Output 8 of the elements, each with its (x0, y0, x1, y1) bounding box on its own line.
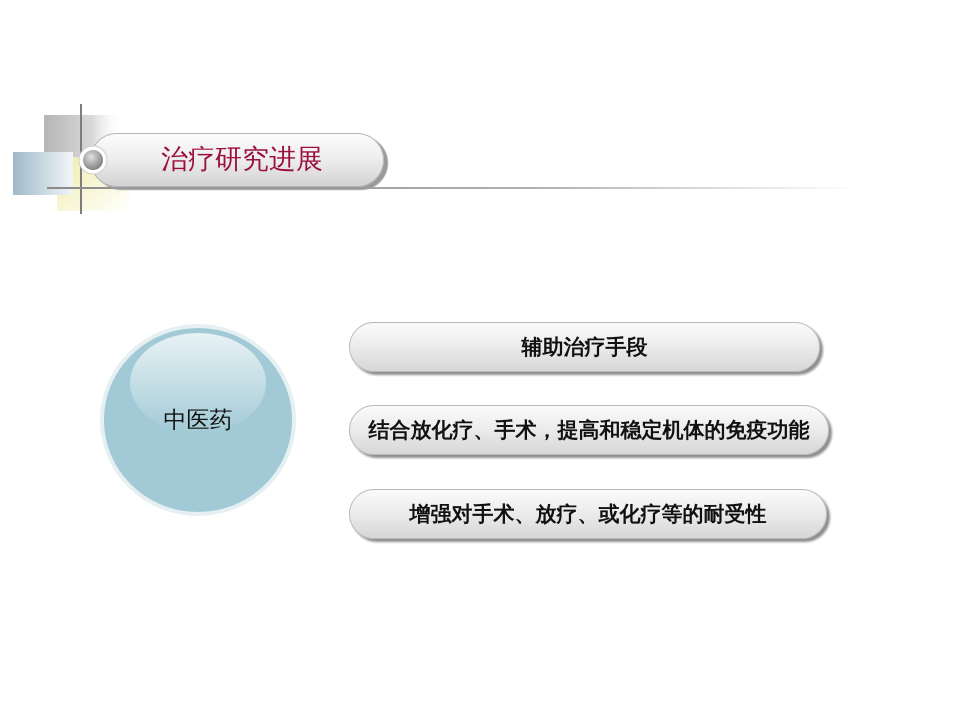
sphere-node (99, 323, 297, 517)
node-label: 增强对手术、放疗、或化疗等的耐受性 (410, 500, 766, 528)
node-label: 中医药 (164, 406, 232, 436)
node-label: 结合放化疗、手术，提高和稳定机体的免疫功能 (368, 416, 810, 444)
node-label: 辅助治疗手段 (522, 333, 648, 361)
rounded-pill (349, 405, 829, 455)
rounded-pill (349, 322, 820, 372)
rounded-pill (349, 489, 827, 539)
